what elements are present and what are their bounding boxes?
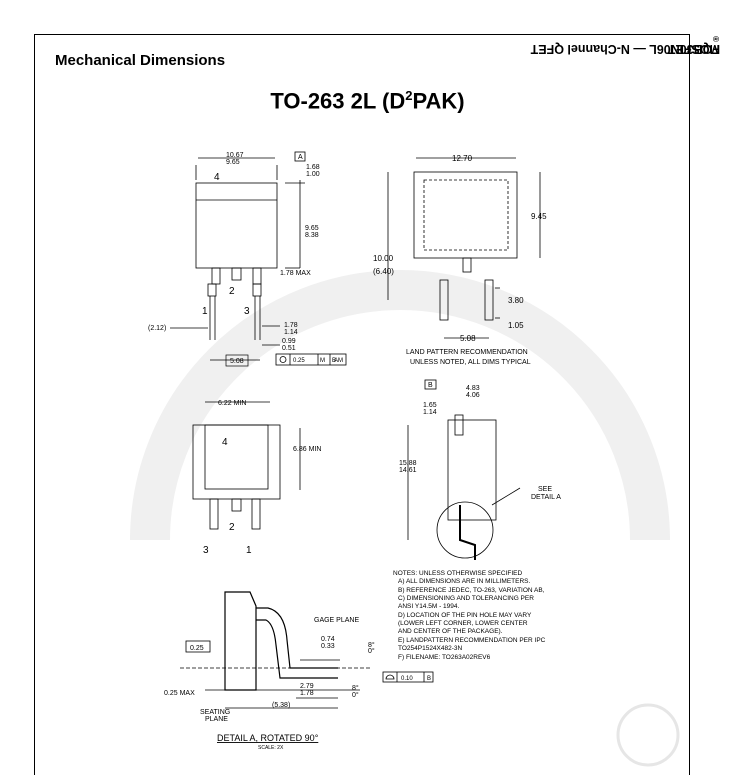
detail-seat1: SEATING	[200, 709, 230, 716]
front-datum-a: A	[298, 154, 303, 161]
detail-d1: 0.74	[321, 636, 335, 643]
detail-d3: 2.79	[300, 683, 314, 690]
front-tab-num: 4	[214, 172, 220, 183]
detail-scale: SCALE: 2X	[258, 745, 284, 751]
detail-a	[180, 591, 370, 709]
land-pattern-labels: 12.70 9.45 10.00 (6.40) 3.80 1.05 5.08 L…	[373, 154, 547, 366]
side-view-labels: B 4.83 4.06 1.65 1.14 15.88 14.61 SEE DE…	[399, 382, 561, 501]
detail-d2: 0.33	[321, 643, 335, 650]
bottom-view-labels: 6.22 MIN 6.86 MIN 4 2 3 1	[203, 400, 321, 556]
tol-b: B	[332, 358, 336, 364]
note-line: E) LANDPATTERN RECOMMENDATION PER IPC	[398, 637, 546, 644]
section-title: Mechanical Dimensions	[55, 52, 226, 69]
note-line: D) LOCATION OF THE PIN HOLE MAY VARY	[398, 612, 532, 619]
watermark-logo	[130, 270, 670, 541]
detail-title: DETAIL A, ROTATED 90°	[217, 733, 319, 743]
detail-a3: 8°	[352, 684, 359, 692]
front-view-labels: 10.67 9.65 A 1.68 1.00 9.65 8.38 4 1.78 …	[148, 152, 343, 367]
bottom-h: 6.86 MIN	[293, 446, 321, 453]
note-line: (LOWER LEFT CORNER, LOWER CENTER	[398, 620, 528, 627]
tol-am: AM	[334, 358, 343, 364]
front-pin1: 1	[202, 306, 208, 317]
front-d3: 1.68	[306, 164, 320, 171]
front-508: 5.08	[230, 358, 244, 365]
note-line: B) REFERENCE JEDEC, TO-263, VARIATION AB…	[398, 587, 545, 594]
detail-025max: 0.25 MAX	[164, 690, 195, 697]
front-d9: 0.99	[282, 338, 296, 345]
detail-a1: 8°	[368, 641, 375, 649]
flat-tol: 0.10	[401, 676, 413, 682]
front-pin2: 2	[229, 286, 235, 297]
note-line: A) ALL DIMENSIONS ARE IN MILLIMETERS.	[398, 578, 531, 585]
front-d4: 1.00	[306, 171, 320, 178]
side-d4: 1.14	[423, 409, 437, 416]
registered-watermark-icon	[616, 703, 680, 767]
front-d10: 0.51	[282, 345, 296, 352]
detail-a4: 0°	[352, 691, 359, 699]
note-line: F) FILENAME: TO263A02REV6	[398, 654, 491, 661]
package-title: TO-263 2L (D2PAK)	[270, 88, 465, 114]
land-h: 9.45	[531, 212, 547, 221]
bottom-w: 6.22 MIN	[218, 400, 246, 407]
side-d3: 1.65	[423, 402, 437, 409]
front-212: (2.12)	[148, 325, 166, 332]
detail-a-labels: 0.25 GAGE PLANE 0.74 0.33 8° 0° 2.79 1.7…	[164, 617, 375, 751]
bottom-view	[192, 401, 301, 530]
detail-seat2: PLANE	[205, 716, 228, 723]
detail-gage: GAGE PLANE	[314, 617, 359, 624]
front-pin3: 3	[244, 306, 250, 317]
side-d2: 4.06	[466, 392, 480, 399]
flat-datum: B	[427, 676, 431, 682]
front-view	[170, 151, 347, 366]
notes: NOTES: UNLESS OTHERWISE SPECIFIED A) ALL…	[393, 570, 546, 661]
bottom-pin3: 3	[203, 545, 209, 556]
side-d1: 4.83	[466, 385, 480, 392]
bottom-tab-num: 4	[222, 437, 228, 448]
note-line: TO254P1524X482-3N	[398, 645, 463, 652]
front-d2: 9.65	[226, 159, 240, 166]
land-h2: 10.00	[373, 254, 394, 263]
land-note2: UNLESS NOTED, ALL DIMS TYPICAL	[410, 359, 531, 366]
note-line: ANSI Y14.5M - 1994.	[398, 603, 459, 610]
land-w: 12.70	[452, 154, 473, 163]
note-line: C) DIMENSIONING AND TOLERANCING PER	[398, 595, 534, 602]
land-pw: 1.05	[508, 321, 524, 330]
page-frame	[34, 34, 690, 775]
note-line: AND CENTER OF THE PACKAGE).	[398, 628, 503, 635]
flatness-callout: 0.10 B	[382, 671, 434, 683]
tol-value: 0.25	[293, 358, 305, 364]
detail-538: (5.38)	[272, 702, 290, 709]
front-d7: 1.78	[284, 322, 298, 329]
detail-025: 0.25	[190, 645, 204, 652]
land-pitch: 5.08	[460, 334, 476, 343]
land-h3: (6.40)	[373, 267, 394, 276]
front-d6: 8.38	[305, 232, 319, 239]
detail-d4: 1.78	[300, 690, 314, 697]
side-datum-b: B	[428, 382, 433, 389]
land-p: 3.80	[508, 296, 524, 305]
tol-m: M	[320, 358, 325, 364]
side-d6: 14.61	[399, 467, 417, 474]
detail-a2: 0°	[368, 647, 375, 655]
bottom-pin1: 1	[246, 545, 252, 556]
note-line: NOTES: UNLESS OTHERWISE SPECIFIED	[393, 570, 522, 577]
side-see1: SEE	[538, 486, 552, 493]
side-d5: 15.88	[399, 460, 417, 467]
land-note1: LAND PATTERN RECOMMENDATION	[406, 349, 528, 356]
bottom-pin2: 2	[229, 522, 235, 533]
front-max: 1.78 MAX	[280, 270, 311, 277]
front-d5: 9.65	[305, 225, 319, 232]
side-view	[407, 379, 521, 560]
side-see2: DETAIL A	[531, 494, 561, 501]
front-d1: 10.67	[226, 152, 244, 159]
land-pattern-view	[387, 157, 541, 339]
front-d8: 1.14	[284, 329, 298, 336]
